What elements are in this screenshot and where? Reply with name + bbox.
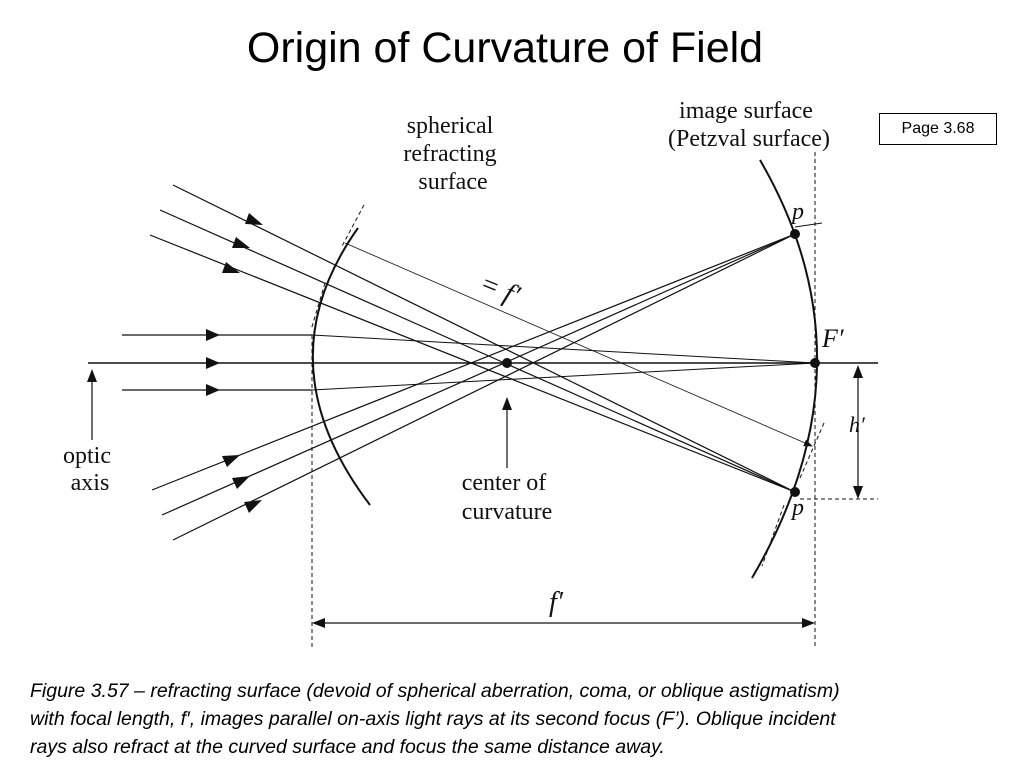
dimension-arrow-icon bbox=[853, 365, 863, 378]
spherical-surface-label: spherical refracting surface bbox=[403, 113, 502, 195]
ray-arrow-icon bbox=[206, 384, 220, 396]
refracting-surface-dashed-extension bbox=[310, 282, 326, 331]
height-label: h′ bbox=[849, 412, 866, 437]
dimension-arrow-icon bbox=[312, 618, 325, 628]
image-point-p-bottom bbox=[790, 487, 800, 497]
figure-caption: Figure 3.57 – refracting surface (devoid… bbox=[30, 677, 1005, 761]
caption-line: rays also refract at the curved surface … bbox=[30, 736, 665, 758]
chief-ray-equal-f bbox=[344, 242, 813, 447]
oblique-ray bbox=[159, 209, 796, 493]
spherical-refracting-surface bbox=[311, 227, 371, 506]
page-number-badge: Page 3.68 bbox=[879, 113, 997, 145]
ray-arrow-icon bbox=[222, 455, 240, 467]
ray-arrow-icon bbox=[232, 476, 250, 489]
caption-line: Figure 3.57 – refracting surface (devoid… bbox=[30, 680, 840, 702]
image-surface-dashed-extension bbox=[761, 504, 785, 567]
focus-point-f-prime bbox=[810, 358, 820, 368]
image-surface-label: image surface (Petzval surface) bbox=[668, 98, 830, 152]
ray-arrow-icon bbox=[222, 262, 240, 273]
upper-p-tick bbox=[794, 222, 823, 228]
slide-title: Origin of Curvature of Field bbox=[246, 24, 764, 72]
optic-axis-label: optic axis bbox=[63, 443, 117, 496]
focus-label: F′ bbox=[821, 324, 844, 353]
point-p-bottom-label: p bbox=[790, 495, 804, 521]
oblique-ray bbox=[172, 233, 796, 541]
dimension-arrow-icon bbox=[802, 618, 815, 628]
pointer-arrow-icon bbox=[502, 397, 512, 410]
caption-line: with focal length, f′, images parallel o… bbox=[30, 708, 836, 730]
focal-length-label: f′ bbox=[549, 587, 564, 618]
point-p-top-label: p bbox=[790, 199, 804, 225]
oblique-ray bbox=[172, 184, 796, 493]
petzval-image-surface bbox=[751, 159, 818, 579]
ray-arrow-icon bbox=[245, 213, 263, 225]
ray-arrow-icon bbox=[244, 500, 262, 513]
refracting-surface-dashed-extension bbox=[340, 204, 365, 249]
pointer-arrow-icon bbox=[87, 369, 97, 382]
dimension-arrow-icon bbox=[853, 486, 863, 499]
oblique-ray bbox=[151, 233, 796, 491]
axial-ray bbox=[311, 334, 816, 364]
axial-ray bbox=[311, 362, 816, 391]
ray-arrow-icon bbox=[232, 237, 250, 248]
center-of-curvature-point bbox=[502, 358, 512, 368]
equals-f-label: = f′ bbox=[475, 268, 524, 312]
image-surface-dashed-extension bbox=[799, 422, 825, 479]
oblique-ray bbox=[161, 233, 796, 516]
oblique-ray bbox=[149, 234, 796, 493]
image-point-p-top bbox=[790, 229, 800, 239]
ray-arrow-icon bbox=[206, 357, 220, 369]
center-of-curvature-label: center of curvature bbox=[462, 470, 553, 525]
ray-arrow-icon bbox=[206, 329, 220, 341]
